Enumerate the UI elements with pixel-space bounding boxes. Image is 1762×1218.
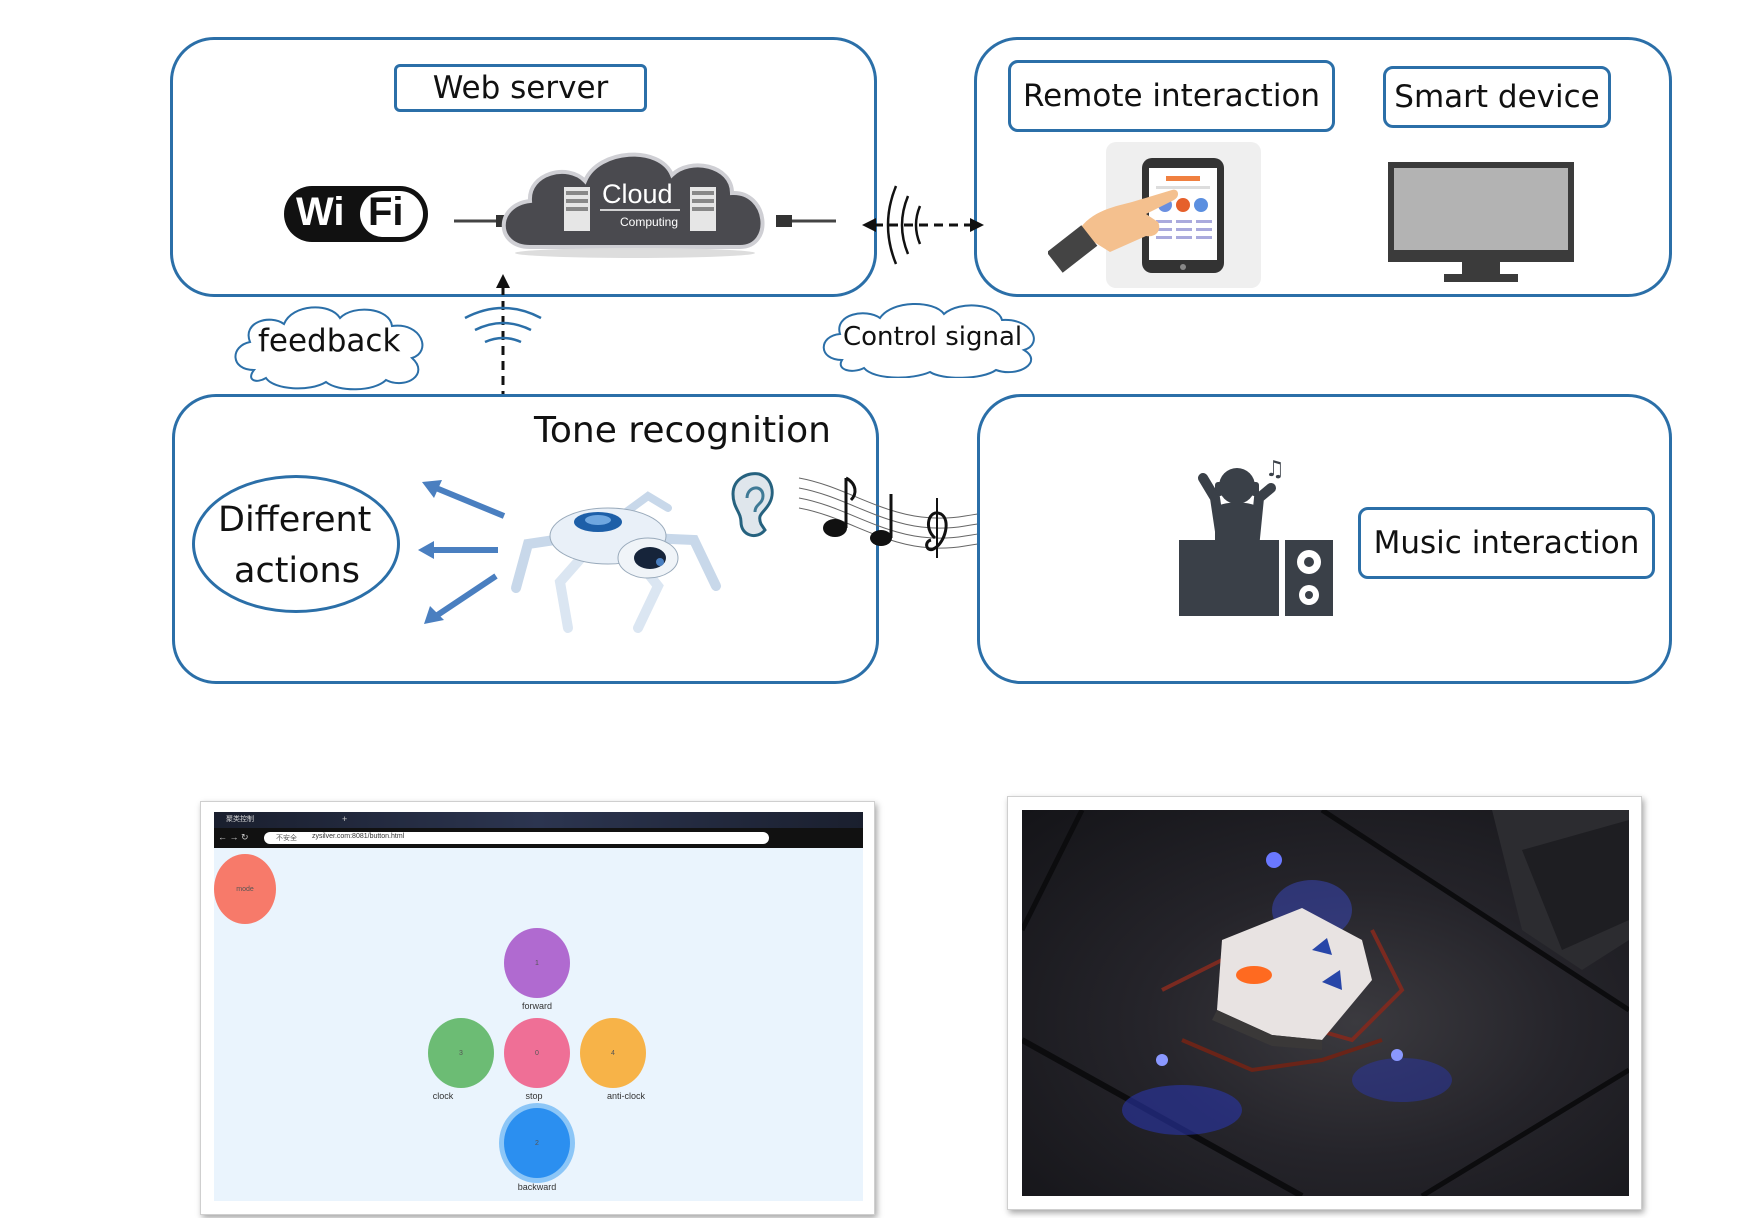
browser-toolbar: ← → ↻ 不安全 zysilver.com:8081/button.html [214, 828, 863, 848]
web-server-label: Web server [394, 64, 647, 112]
dj-icon: ♫ [1175, 457, 1335, 616]
robot-photo [1022, 810, 1629, 1196]
svg-text:♫: ♫ [1265, 458, 1285, 482]
mode-button-label: mode [236, 885, 254, 893]
clock-label: clock [432, 1091, 454, 1101]
backward-label: backward [517, 1182, 557, 1192]
forward-label: forward [521, 1001, 552, 1011]
mode-button[interactable]: mode [214, 854, 276, 924]
actions-label-line2: actions [234, 551, 360, 591]
browser-tab-title[interactable]: 聚类控制 [226, 816, 254, 823]
action-arrows [414, 478, 514, 628]
actions-label-line1: Different [218, 500, 372, 540]
tablet-touch-icon [1046, 140, 1263, 290]
stop-button-num: 0 [535, 1049, 539, 1057]
wifi-logo-right: Fi [368, 190, 404, 234]
stop-label: stop [525, 1091, 543, 1101]
address-text: zysilver.com:8081/button.html [312, 833, 405, 840]
tone-recognition-label: Tone recognition [534, 410, 831, 451]
anti-clock-button[interactable]: 4 [580, 1018, 646, 1088]
smart-device-label: Smart device [1383, 66, 1611, 128]
browser-tab-bar: 聚类控制 + [214, 812, 863, 828]
remote-interaction-label: Remote interaction [1008, 60, 1335, 132]
actions-ellipse [192, 475, 400, 613]
forward-button-num: 1 [535, 959, 539, 967]
cloud-subtitle: Computing [620, 215, 679, 229]
monitor-icon [1386, 160, 1576, 286]
web-control-screenshot: 聚类控制 + ← → ↻ 不安全 zysilver.com:8081/butto… [200, 801, 875, 1215]
nav-buttons-icon[interactable]: ← → ↻ [218, 832, 249, 842]
control-page: mode 1 forward 3 clock 0 stop 4 anti-clo… [214, 848, 863, 1201]
security-indicator: 不安全 [276, 835, 297, 842]
control-signal-label: Control signal [843, 322, 1023, 352]
clock-button-num: 3 [459, 1049, 463, 1057]
control-signal-cloud [812, 300, 1052, 379]
ear-icon [727, 470, 777, 542]
wifi-logo-left: Wi [296, 190, 345, 234]
new-tab-icon[interactable]: + [342, 814, 348, 824]
spider-robot-image [508, 478, 728, 638]
wifi-logo: Wi Fi [282, 184, 430, 244]
cloud-computing-logo: Cloud Computing [450, 135, 840, 260]
music-interaction-label: Music interaction [1358, 507, 1655, 579]
backward-button[interactable]: 2 [504, 1108, 570, 1178]
backward-button-num: 2 [535, 1139, 539, 1147]
address-bar[interactable]: 不安全 zysilver.com:8081/button.html [264, 832, 769, 844]
stop-button[interactable]: 0 [504, 1018, 570, 1088]
feedback-cloud [226, 300, 438, 392]
anti-clock-label: anti-clock [606, 1091, 645, 1101]
clock-button[interactable]: 3 [428, 1018, 494, 1088]
feedback-label: feedback [258, 323, 401, 359]
wireless-link-arrow [858, 180, 988, 270]
robot-photo-frame [1007, 796, 1642, 1210]
anti-clock-button-num: 4 [611, 1049, 615, 1057]
cloud-title: Cloud [602, 179, 673, 209]
forward-button[interactable]: 1 [504, 928, 570, 998]
